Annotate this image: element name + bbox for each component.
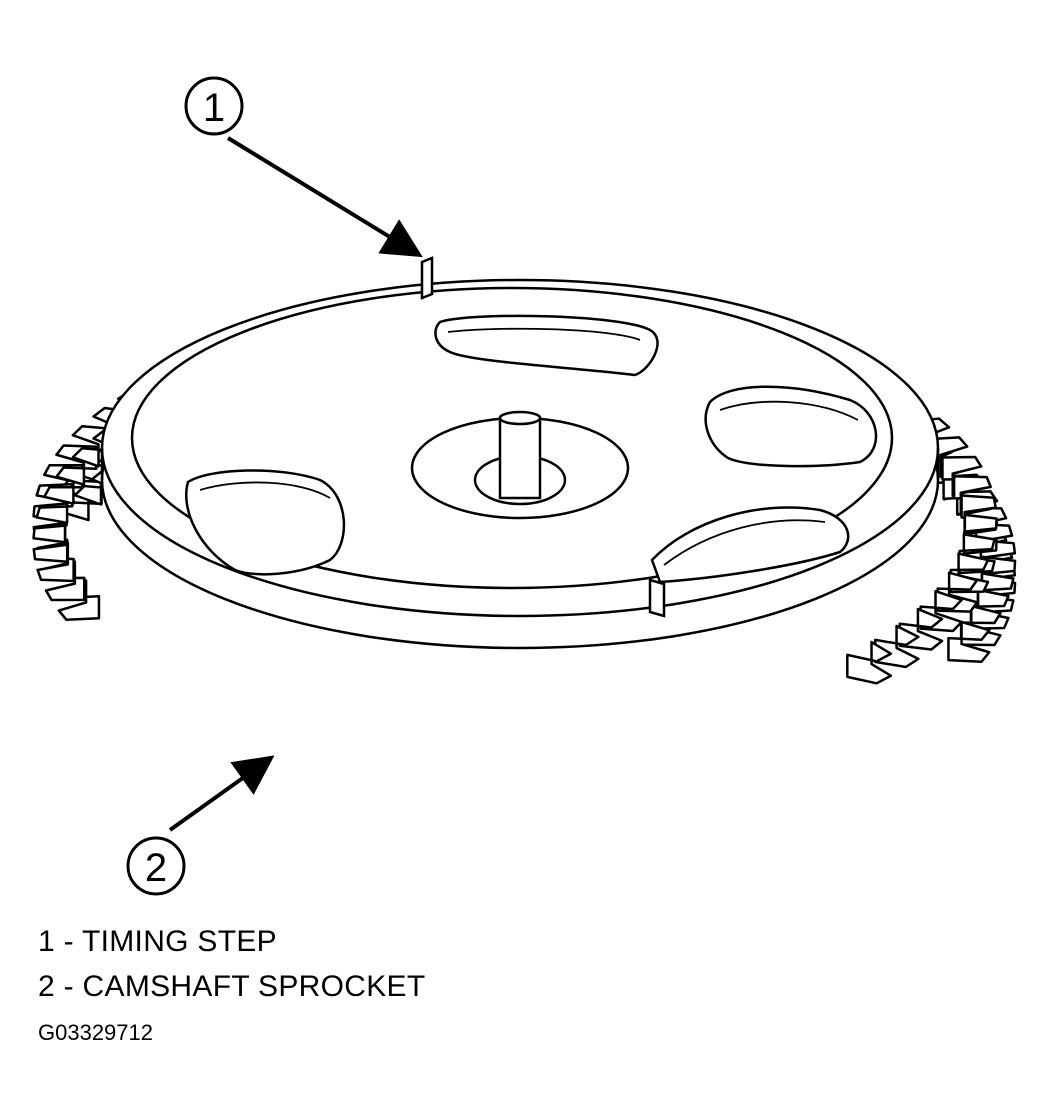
callout-2: 2	[126, 755, 275, 896]
legend-item-1: 1 - TIMING STEP	[38, 925, 277, 958]
hub-windows	[185, 314, 878, 584]
callout-1: 1	[184, 76, 423, 258]
callout-1-number: 1	[203, 86, 225, 130]
legend-item-2: 2 - CAMSHAFT SPROCKET	[38, 970, 426, 1003]
figure-id: G03329712	[38, 1020, 153, 1045]
callout-2-number: 2	[145, 846, 167, 890]
timing-step	[420, 256, 666, 618]
camshaft-bore	[410, 410, 630, 520]
sprocket-tooth	[846, 640, 893, 685]
sprocket-tooth	[947, 620, 991, 663]
